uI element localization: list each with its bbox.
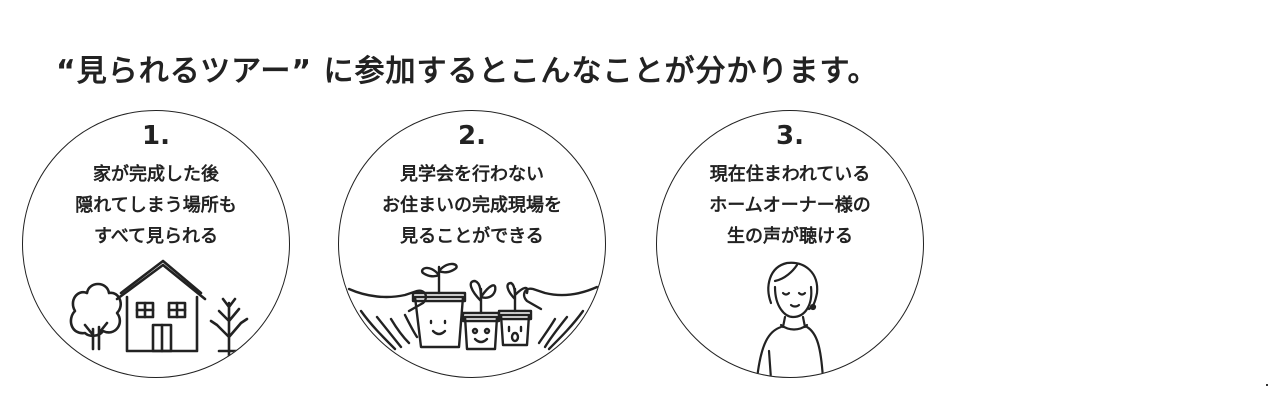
card-text-line: お住まいの完成現場を — [382, 195, 562, 216]
card-text-line: すべて見られる — [93, 226, 219, 247]
card-text-line: 現在住まわれている — [709, 164, 871, 185]
card-text-line: 家が完成した後 — [93, 164, 219, 185]
benefit-card-1: 1. 家が完成した後 隠れてしまう場所も すべて見られる — [22, 110, 290, 378]
card-text-line: 生の声が聴ける — [727, 226, 853, 247]
card-number: 2. — [458, 121, 486, 151]
card-description: 現在住まわれている ホームオーナー様の 生の声が聴ける — [657, 159, 923, 252]
card-description: 家が完成した後 隠れてしまう場所も すべて見られる — [23, 159, 289, 252]
hands-plants-icon — [347, 262, 599, 351]
house-trees-icon — [69, 259, 249, 359]
person-icon — [756, 261, 824, 377]
decorative-dot — [1266, 384, 1268, 386]
benefit-card-2: 2. 見学会を行わない お住まいの完成現場を 見ることができる — [338, 110, 606, 378]
card-text-line: 見学会を行わない — [400, 164, 544, 185]
card-text-line: 隠れてしまう場所も — [75, 195, 237, 216]
benefit-card-3: 3. 現在住まわれている ホームオーナー様の 生の声が聴ける — [656, 110, 924, 378]
card-text-line: 見ることができる — [400, 226, 544, 247]
card-number: 1. — [142, 121, 170, 151]
page-title: “見られるツアー” に参加するとこんなことが分かります。 — [56, 54, 879, 90]
card-description: 見学会を行わない お住まいの完成現場を 見ることができる — [339, 159, 605, 252]
card-number: 3. — [776, 121, 804, 151]
card-text-line: ホームオーナー様の — [709, 195, 871, 216]
